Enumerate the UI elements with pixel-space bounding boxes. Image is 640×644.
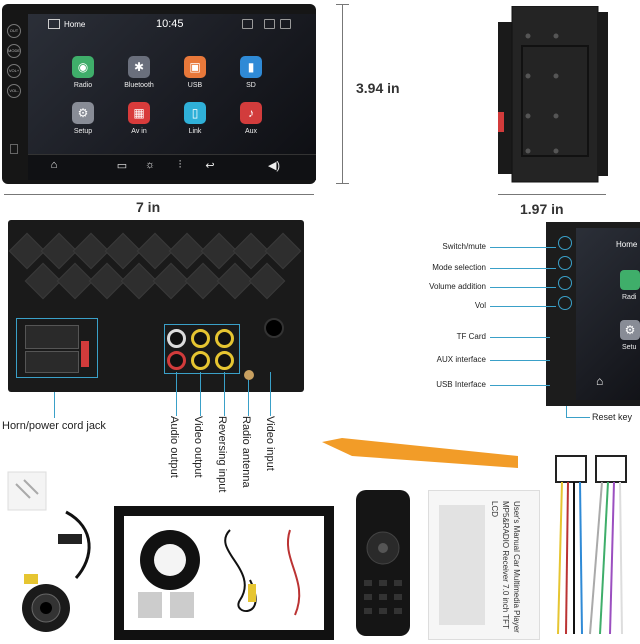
antenna-socket — [244, 370, 254, 380]
side-button[interactable]: VOL- — [7, 84, 21, 98]
screen: Home 10:45 ◉ Radio ✱ Bluetooth ▣ USB ▮ S… — [28, 14, 316, 180]
dimension-tick — [336, 4, 349, 5]
height-dimension-line — [342, 4, 343, 184]
home-icon: ⌂ — [596, 374, 604, 388]
app-label: Link — [188, 128, 202, 135]
iso-connector — [16, 318, 98, 378]
screw-bag — [7, 471, 47, 511]
side-button[interactable]: OUT — [7, 24, 21, 38]
status-bar: Home 10:45 — [28, 14, 316, 34]
app-label: USB — [187, 82, 203, 89]
app-label: Setup — [73, 128, 93, 135]
remote-control — [356, 490, 410, 636]
head-unit-front: OUT MODE VOL+ VOL- Home 10:45 ◉ Radio ✱ … — [2, 4, 316, 184]
app-bluetooth[interactable]: ✱ Bluetooth — [114, 56, 164, 89]
frame-accessories — [138, 529, 301, 618]
front-panel-closeup: Home Radi ⚙ Setu ⌂ — [546, 222, 640, 406]
depth-dimension-line — [498, 194, 606, 195]
port-label: Radio antenna — [240, 416, 252, 488]
volume-icon[interactable]: ◀) — [267, 160, 281, 172]
head-unit-side-view — [498, 6, 608, 183]
home-title: Home — [616, 240, 638, 249]
clock: 10:45 — [156, 18, 184, 30]
gear-icon: ⚙ — [72, 102, 94, 124]
app-label: Setu — [622, 344, 637, 351]
mounting-frame — [114, 506, 334, 640]
side-button[interactable]: MODE — [7, 44, 21, 58]
gear-icon: ⚙ — [620, 320, 640, 340]
user-manual: User's Manual Car Multimedia Player MP5&… — [428, 490, 540, 640]
signal-icon — [242, 19, 253, 29]
app-label: Aux — [244, 128, 258, 135]
app-usb[interactable]: ▣ USB — [170, 56, 220, 89]
heatsink — [8, 220, 304, 304]
port-label: Audio output — [168, 416, 180, 478]
mic-icon — [280, 19, 291, 29]
radio-icon — [620, 270, 640, 290]
app-label: Bluetooth — [124, 82, 154, 89]
pry-tool — [322, 438, 518, 468]
app-av-in[interactable]: ▦ Av in — [114, 102, 164, 135]
phone-link-icon: ▯ — [184, 102, 206, 124]
reset-key-label: Reset key — [592, 412, 633, 422]
app-label: Radio — [73, 82, 93, 89]
width-dimension-line — [4, 194, 314, 195]
home-title: Home — [64, 20, 86, 29]
diagram-label: TF Card — [456, 332, 486, 341]
diagram-label: USB Interface — [436, 380, 486, 389]
back-icon[interactable]: ↩ — [205, 160, 215, 172]
diagram-label: Mode selection — [432, 263, 486, 272]
equalizer-icon[interactable]: ⫶ — [178, 159, 182, 171]
usb-icon: ▣ — [184, 56, 206, 78]
screen-off-icon[interactable]: ▭ — [116, 160, 128, 172]
app-sd[interactable]: ▮ SD — [226, 56, 276, 89]
backup-camera — [22, 510, 91, 632]
diagram-label: Vol — [474, 301, 486, 310]
port-label: Video output — [192, 416, 204, 478]
home-icon[interactable]: ⌂ — [50, 159, 58, 171]
radio-status-icon — [48, 19, 60, 29]
manual-line: MP5&RADIO Receiver — [501, 501, 510, 582]
aux-icon: ♪ — [240, 102, 262, 124]
side-buttons: OUT MODE VOL+ VOL- — [7, 24, 21, 104]
rca-panel — [164, 324, 240, 374]
port-label: Video input — [264, 416, 276, 471]
app-aux[interactable]: ♪ Aux — [226, 102, 276, 135]
port-label: Reversing input — [216, 416, 228, 493]
app-label: SD — [246, 82, 256, 89]
bluetooth-icon: ✱ — [128, 56, 150, 78]
tf-slot — [10, 144, 18, 154]
gps-socket — [264, 318, 284, 338]
app-label: Av in — [131, 128, 147, 135]
app-label: Radi — [622, 294, 637, 301]
depth-dimension: 1.97 in — [520, 201, 564, 217]
app-link[interactable]: ▯ Link — [170, 102, 220, 135]
dock: ⌂ ▭ ☼ ⫶ ↩ ◀) — [28, 154, 316, 180]
manual-line: 7.0 inch TFT LCD — [490, 501, 510, 629]
callout-line — [54, 392, 55, 418]
manual-line: Car Multimedia Player — [512, 554, 521, 633]
diagram-label: AUX interface — [436, 355, 486, 364]
radio-icon: ◉ — [72, 56, 94, 78]
app-setup[interactable]: ⚙ Setup — [58, 102, 108, 135]
wiring-harness — [555, 455, 627, 635]
sd-card-icon: ▮ — [240, 56, 262, 78]
brightness-icon[interactable]: ☼ — [144, 159, 156, 171]
width-dimension: 7 in — [136, 199, 161, 215]
diagram-label: Switch/mute — [442, 242, 486, 251]
head-unit-rear — [8, 220, 304, 392]
storage-icon — [264, 19, 275, 29]
diagram-label: Volume addition — [429, 282, 486, 291]
horn-label: Horn/power cord jack — [2, 420, 106, 432]
app-radio[interactable]: ◉ Radio — [58, 56, 108, 89]
side-button[interactable]: VOL+ — [7, 64, 21, 78]
av-in-icon: ▦ — [128, 102, 150, 124]
manual-line: User's Manual — [512, 501, 521, 552]
height-dimension: 3.94 in — [356, 80, 400, 96]
dimension-tick — [336, 183, 349, 184]
